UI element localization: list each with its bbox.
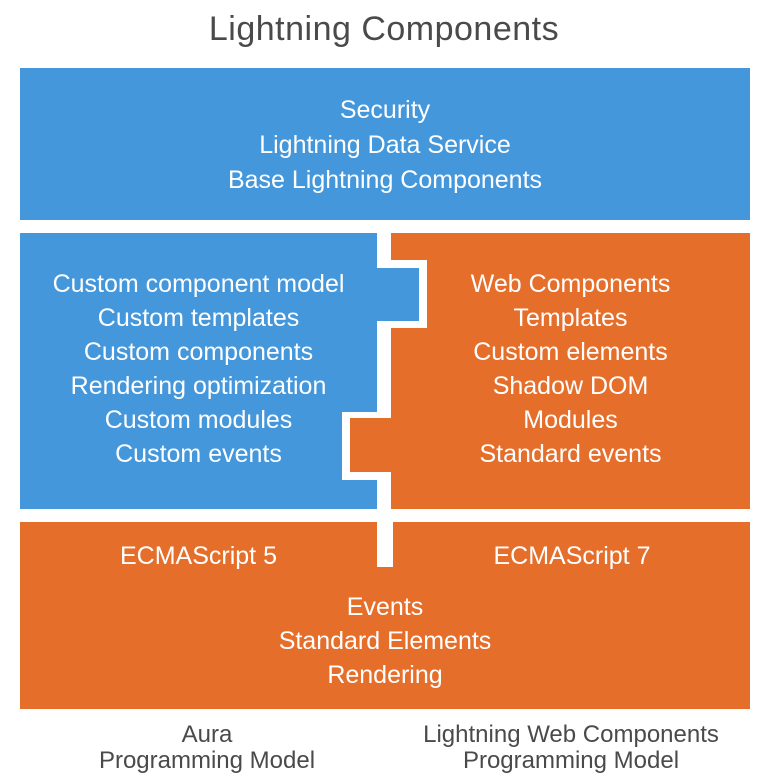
shared-services-list: Security Lightning Data Service Base Lig… (20, 93, 750, 198)
aura-feature-list: Custom component model Custom templates … (20, 267, 377, 471)
shared-runtime-list: Events Standard Elements Rendering (20, 590, 750, 692)
lwc-caption-line: Programming Model (462, 747, 680, 774)
lwc-feature-item: Custom elements (473, 338, 668, 366)
shared-runtime-item: Standard Elements (278, 627, 492, 655)
shared-service-item: Security (339, 96, 431, 124)
aura-feature-item: Custom component model (52, 270, 345, 298)
lwc-model-caption: Lightning Web Components Programming Mod… (394, 722, 748, 774)
lwc-caption-line: Lightning Web Components (423, 721, 719, 748)
page-title: Lightning Components (208, 10, 560, 48)
lwc-feature-item: Web Components (470, 270, 671, 298)
shared-runtime-item: Rendering (327, 661, 443, 689)
aura-model-caption: Aura Programming Model (20, 722, 394, 774)
ecmascript7-label: ECMAScript 7 (493, 542, 651, 570)
lwc-feature-item: Shadow DOM (492, 372, 649, 400)
aura-caption-line: Programming Model (98, 747, 316, 774)
lwc-feature-item: Templates (513, 304, 628, 332)
aura-caption-line: Aura (181, 721, 233, 748)
aura-feature-item: Rendering optimization (70, 372, 327, 400)
shared-service-item: Lightning Data Service (259, 131, 511, 159)
aura-feature-item: Custom events (115, 440, 282, 468)
lwc-feature-list: Web Components Templates Custom elements… (391, 267, 750, 471)
ecmascript5-label: ECMAScript 5 (120, 542, 277, 570)
shared-runtime-item: Events (346, 593, 424, 621)
lwc-feature-item: Standard events (479, 440, 662, 468)
aura-feature-item: Custom modules (104, 406, 293, 434)
aura-feature-item: Custom components (83, 338, 314, 366)
shared-services-box (20, 68, 750, 220)
shared-service-item: Base Lightning Components (227, 166, 543, 194)
lwc-feature-item: Modules (523, 406, 618, 434)
aura-feature-item: Custom templates (97, 304, 300, 332)
